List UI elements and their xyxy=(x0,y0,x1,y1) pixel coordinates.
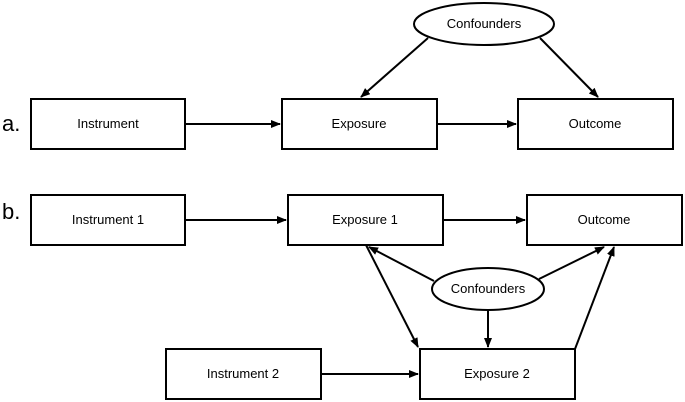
panel-b-exposure-2-node: Exposure 2 xyxy=(419,348,576,400)
panel-b-exposure-1-node: Exposure 1 xyxy=(287,194,444,246)
arrow-b-confounders-to-outcome xyxy=(538,246,605,280)
arrow-b-confounders-to-exposure1 xyxy=(368,246,435,282)
panel-b-exposure-1-label: Exposure 1 xyxy=(332,212,398,227)
panel-b-confounders-label: Confounders xyxy=(451,281,526,296)
panel-b-confounders-node: Confounders xyxy=(431,267,545,311)
panel-b-instrument-2-label: Instrument 2 xyxy=(207,366,279,381)
panel-b-instrument-2-node: Instrument 2 xyxy=(165,348,322,400)
panel-a-outcome-node: Outcome xyxy=(517,98,674,150)
arrow-a-confounders-to-outcome xyxy=(539,37,599,98)
panel-b-outcome-node: Outcome xyxy=(526,194,683,246)
panel-a-outcome-label: Outcome xyxy=(569,116,622,131)
panel-b-label: b. xyxy=(2,199,20,224)
panel-b-instrument-1-label: Instrument 1 xyxy=(72,212,144,227)
panel-a-instrument-label: Instrument xyxy=(77,116,139,131)
panel-a-label: a. xyxy=(2,111,20,136)
arrow-b-exposure1-to-exposure2 xyxy=(365,244,419,348)
panel-b-instrument-1-node: Instrument 1 xyxy=(30,194,186,246)
arrow-b-exposure2-to-outcome xyxy=(574,246,615,350)
panel-b-exposure-2-label: Exposure 2 xyxy=(464,366,530,381)
arrow-a-confounders-to-exposure xyxy=(360,37,429,98)
panel-a-instrument-node: Instrument xyxy=(30,98,186,150)
panel-a-confounders-node: Confounders xyxy=(413,2,555,46)
panel-a-confounders-label: Confounders xyxy=(447,16,522,31)
panel-a-exposure-label: Exposure xyxy=(332,116,387,131)
panel-a-exposure-node: Exposure xyxy=(281,98,438,150)
panel-b-outcome-label: Outcome xyxy=(578,212,631,227)
